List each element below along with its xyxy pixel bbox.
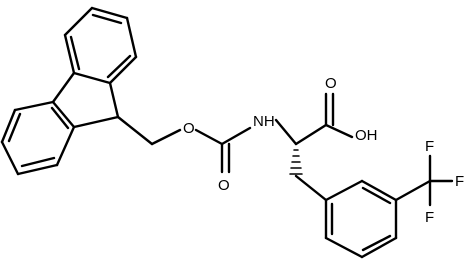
- c9-ch2-bond: [116, 115, 154, 146]
- fluorene-upper-ring: [63, 6, 138, 85]
- n-calpha-bond: [274, 118, 298, 146]
- fluorene-five-ring: [51, 71, 120, 129]
- fluorene-lower-ring: [0, 100, 76, 176]
- atom-o-carbonyl: O: [218, 177, 230, 194]
- ch2-o-bond: [150, 128, 182, 146]
- atom-f-top: F: [425, 138, 434, 155]
- atom-nh: NH: [253, 113, 275, 130]
- stereo-hash-bond: [289, 149, 303, 175]
- acid-c-oh-bond: [324, 123, 354, 139]
- calpha-cacid-bond: [294, 123, 328, 146]
- o-carbonyl-c-bond: [194, 128, 224, 146]
- c-n-bond: [220, 126, 252, 146]
- atom-f-right: F: [455, 173, 464, 190]
- ch2-aryl-bond: [294, 174, 328, 202]
- atom-f-bottom: F: [425, 209, 434, 226]
- atom-oh: OH: [355, 127, 378, 144]
- phenyl-ring: [324, 179, 398, 259]
- atom-o-ether: O: [183, 120, 195, 137]
- atom-o-acid-carbonyl: O: [325, 75, 337, 92]
- aryl-cf3-bond: [394, 179, 432, 202]
